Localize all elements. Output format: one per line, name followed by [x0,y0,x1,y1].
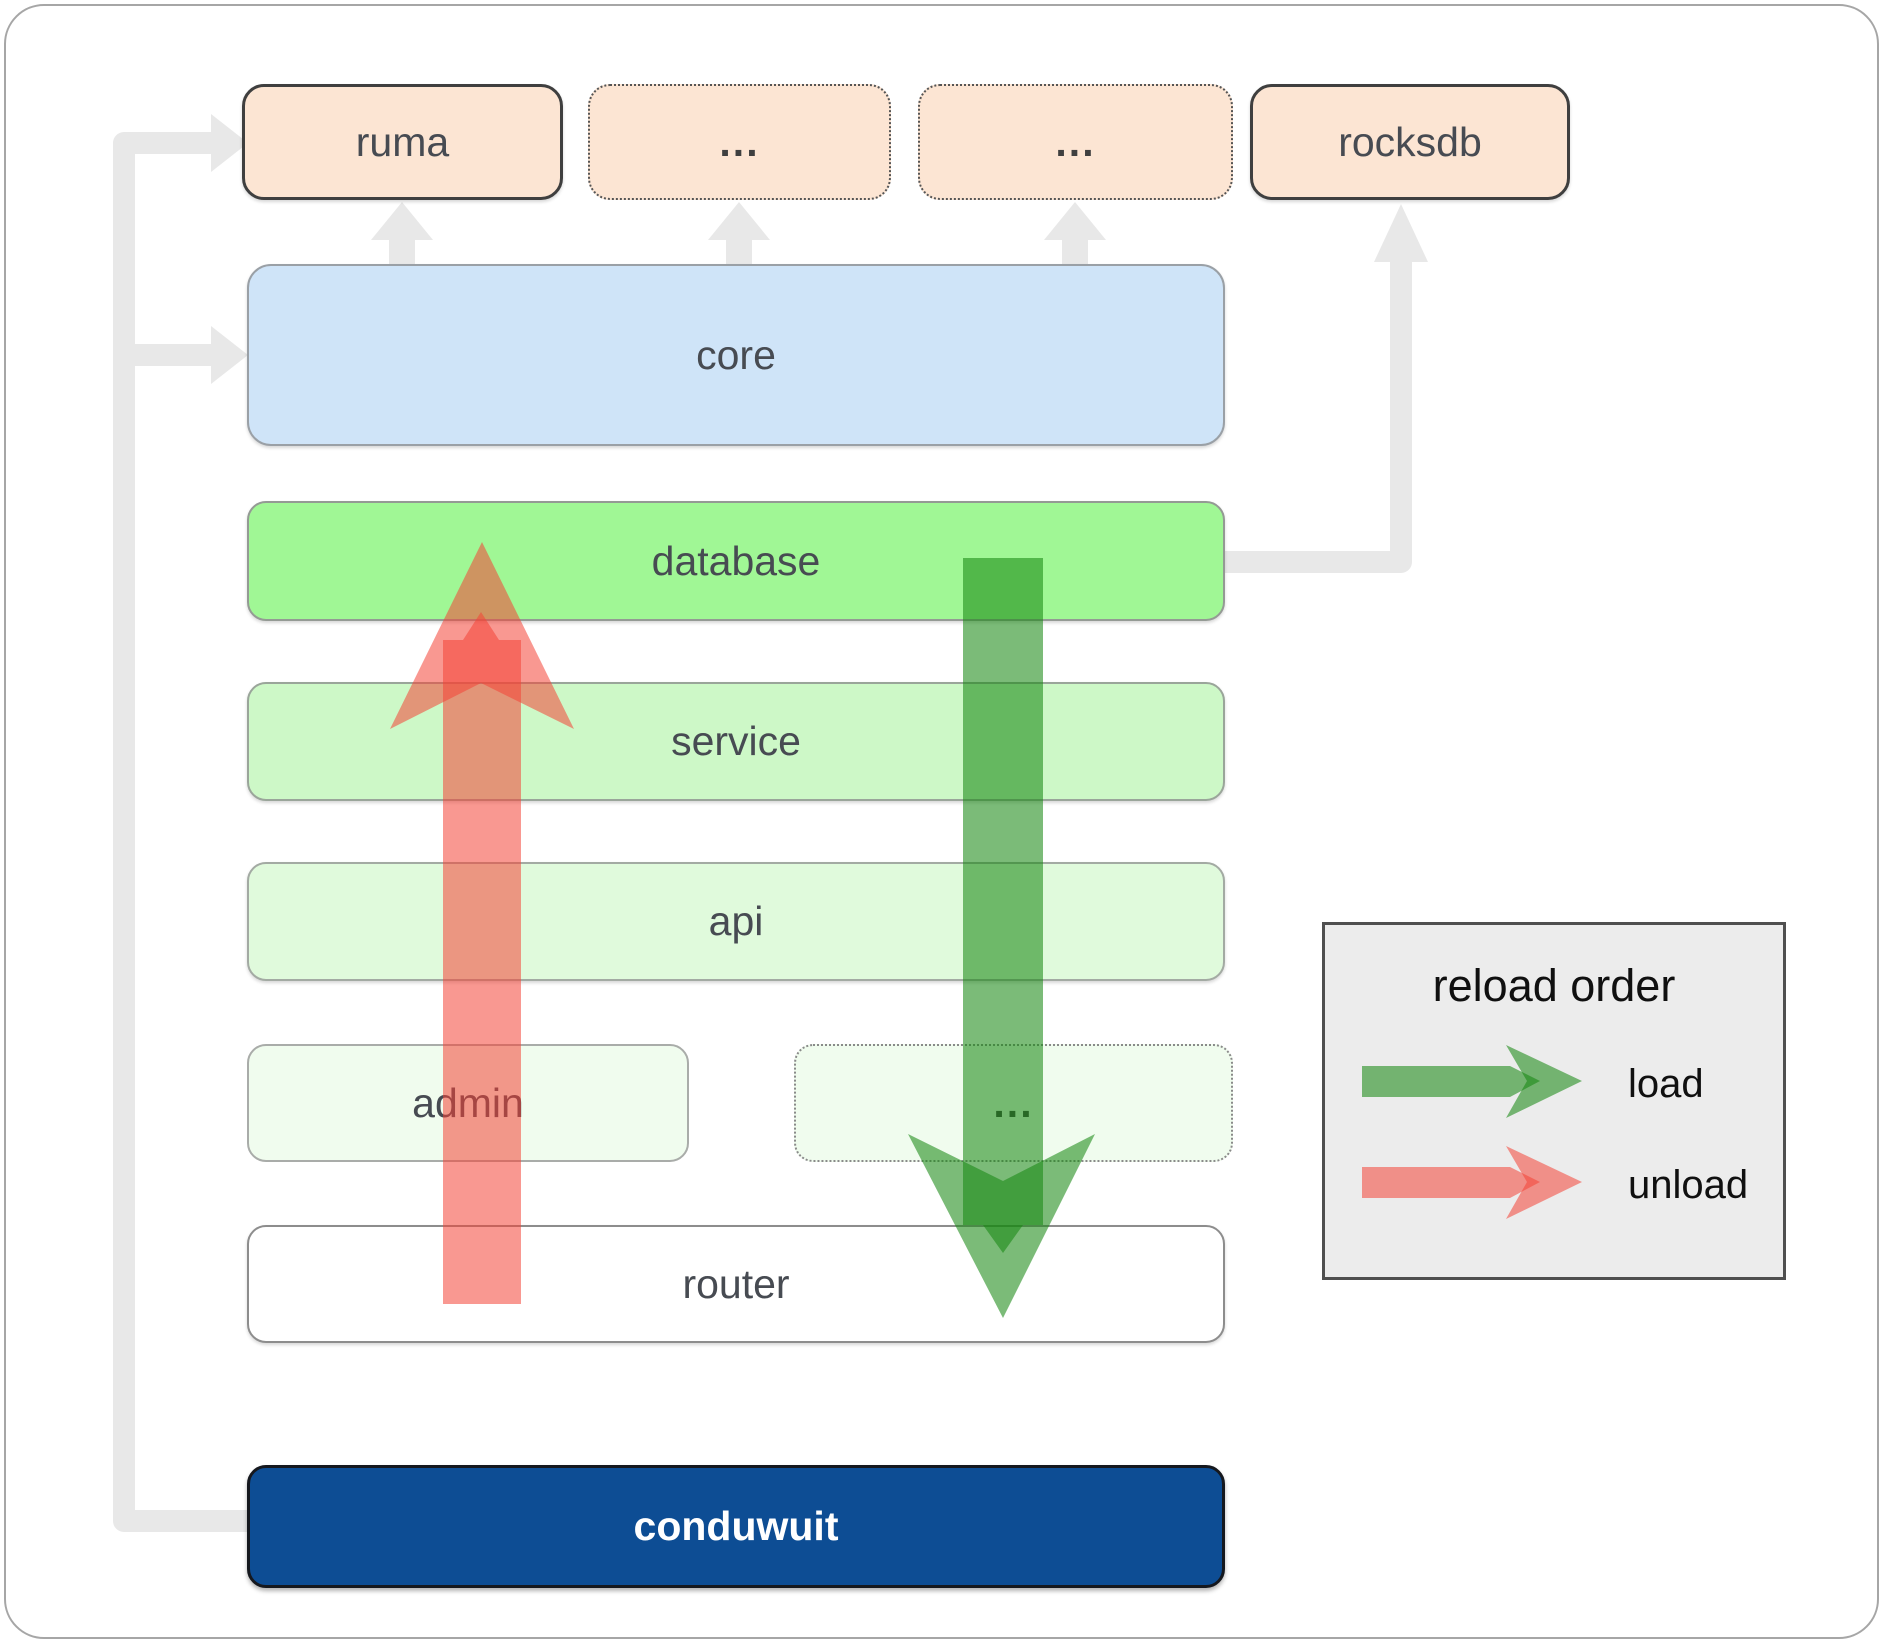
node-ruma: ruma [242,84,563,200]
legend-title: reload order [1432,960,1676,1011]
connector-database-rocksdb-trunk [1224,260,1412,573]
node-ruma-label: ruma [355,118,450,165]
node-conduwuit: conduwuit [247,1465,1225,1588]
node-rocksdb: rocksdb [1250,84,1570,200]
core-to-top-arrows [371,202,1106,266]
core-to-ellipsis1-arrowhead [708,202,770,240]
outer-frame [4,4,1879,1639]
core-to-ellipsis2-arrowhead [1044,202,1106,240]
node-api-label: api [708,898,764,944]
node-core: core [247,264,1225,446]
node-database: database [247,501,1225,621]
node-ellipsis-1: ... [588,84,891,200]
node-ellipsis-3: ... [794,1044,1233,1162]
conduwuit-left-connector [113,114,248,1532]
legend-panel: reload order load unload [1322,922,1786,1280]
database-to-rocksdb-connector [1224,204,1428,573]
node-database-label: database [651,537,821,584]
node-router-label: router [682,1260,790,1307]
node-admin-label: admin [412,1079,524,1126]
node-rocksdb-label: rocksdb [1338,118,1482,165]
legend-load-label: load [1628,1062,1704,1106]
core-to-ruma-shaft [389,236,415,266]
node-router: router [247,1225,1225,1343]
arrowhead-into-core [211,326,248,384]
node-service: service [247,682,1225,801]
node-admin: admin [247,1044,689,1162]
legend-unload-label: unload [1628,1163,1749,1207]
node-core-label: core [696,331,776,378]
arrowhead-into-rocksdb [1374,204,1428,262]
node-ellipsis-2-label: ... [1055,118,1096,165]
node-api: api [247,862,1225,981]
node-ellipsis-3-label: ... [993,1079,1034,1126]
core-to-ellipsis1-shaft [726,236,752,266]
node-ellipsis-2: ... [918,84,1233,200]
node-ellipsis-1-label: ... [719,118,760,165]
node-service-label: service [671,718,801,764]
node-conduwuit-label: conduwuit [633,1503,839,1549]
core-to-ellipsis2-shaft [1062,236,1088,266]
core-to-ruma-arrowhead [371,202,433,240]
connector-conduwuit-trunk [113,132,247,1532]
